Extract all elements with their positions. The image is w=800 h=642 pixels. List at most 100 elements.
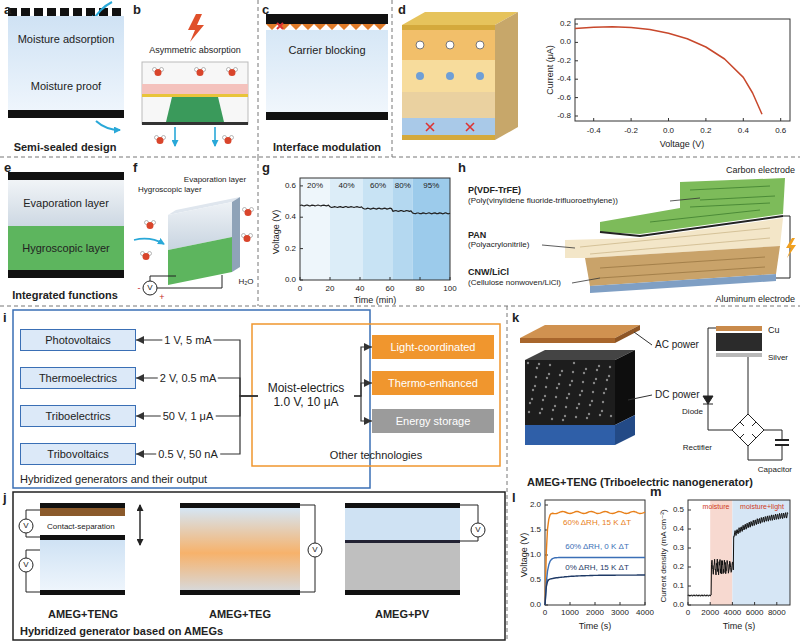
tick-label: 1.0 — [530, 550, 541, 559]
output-label: 1 V, 5 mA — [162, 334, 213, 347]
water-molecule — [244, 235, 251, 242]
foam-texture — [535, 376, 537, 378]
asymmetric-device — [166, 97, 224, 122]
tick-label: 1.5 — [530, 525, 541, 534]
node-text: 40% — [338, 181, 354, 190]
text-label: V — [312, 545, 317, 554]
node-text: Thermo-enhanced — [388, 377, 478, 390]
humidity-band: 95% — [413, 178, 451, 280]
text-label: Integrated functions — [12, 289, 118, 302]
node-text: Energy storage — [396, 415, 471, 428]
water-molecule — [143, 253, 150, 260]
foam-texture — [538, 363, 540, 365]
rectifier-circuit — [708, 328, 716, 396]
humidity-plot — [300, 178, 450, 280]
text-label: Hygroscopic layer — [138, 185, 202, 194]
tick-label: 0.2 — [560, 19, 571, 28]
layered-device — [416, 72, 424, 80]
teng-device — [615, 350, 635, 425]
voltage-curve — [545, 575, 645, 605]
connector-arrow — [136, 340, 258, 396]
text-label: Diode — [682, 407, 703, 416]
curve-label: 60% ΔRH, 15 K ΔT — [563, 518, 631, 527]
foam-texture — [528, 411, 530, 413]
axis-tick — [780, 118, 781, 121]
water-molecule — [145, 221, 156, 230]
foam-texture — [556, 387, 558, 389]
foam-texture — [565, 406, 567, 408]
foam-texture — [527, 362, 612, 421]
foam-texture — [593, 382, 595, 384]
tick-label: 0 — [298, 284, 302, 293]
foam-texture — [591, 400, 593, 402]
teng-device — [634, 332, 652, 345]
foam-texture — [542, 399, 544, 401]
axis-tick — [390, 277, 391, 280]
foam-texture — [585, 368, 587, 370]
iv-curve — [575, 27, 762, 114]
process-box: Energy storage — [372, 409, 494, 433]
hybrid-schematics — [40, 503, 125, 508]
iv-plot-frame — [575, 19, 790, 121]
foam-texture — [595, 378, 597, 380]
foam-texture — [559, 374, 561, 376]
bilayer-slab — [232, 197, 240, 272]
hybrid-schematics — [40, 590, 125, 595]
water-molecule — [225, 137, 232, 144]
rectifier-circuit — [703, 396, 713, 404]
humidity-band: 20% — [300, 178, 330, 280]
tick-label: 8000 — [768, 608, 786, 617]
node-text: 80% — [395, 181, 411, 190]
hybrid-schematics — [40, 540, 125, 590]
foam-texture — [603, 392, 605, 394]
teng-device — [628, 395, 652, 400]
axis-tick — [300, 280, 303, 281]
panel-letter: f — [133, 161, 137, 176]
foam-texture — [546, 377, 548, 379]
foam-texture — [608, 375, 610, 377]
hybrid-schematics — [19, 558, 33, 572]
axis-title: Time (min) — [354, 295, 397, 305]
axis-tick — [300, 185, 303, 186]
foam-texture — [602, 401, 604, 403]
rectifier-circuit — [775, 439, 789, 441]
axis-title: Current density (mA cm⁻²) — [659, 509, 668, 602]
fiber-layers — [670, 198, 700, 201]
fiber-layers — [542, 178, 796, 293]
text-label: Semi-sealed design — [14, 141, 117, 154]
tick-label: 0.6 — [285, 181, 296, 190]
process-box: Photovoltaics — [20, 329, 136, 351]
text-label: DC power — [655, 389, 699, 401]
voltage-curve — [300, 205, 450, 214]
fiber-layers — [650, 186, 775, 222]
axis-tick — [593, 118, 594, 121]
foam-texture — [531, 398, 533, 400]
foam-texture — [582, 381, 584, 383]
node-text: 20% — [307, 181, 323, 190]
text-label: CNW/LiCl — [468, 267, 509, 277]
text-label: Contact-separation — [47, 522, 115, 531]
text-label: Hybridized generators and their output — [20, 473, 207, 486]
foam-texture — [536, 367, 538, 369]
tick-label: 0 — [543, 608, 547, 617]
bilayer-slab — [134, 197, 240, 295]
axis-tick — [688, 567, 691, 568]
text-label: + — [159, 292, 164, 302]
layered-device — [495, 12, 518, 140]
rectifier-circuit — [732, 414, 764, 446]
axis-tick — [300, 248, 303, 249]
panel-letter: e — [4, 161, 11, 176]
text-label: Capacitor — [758, 465, 792, 474]
foam-texture — [576, 407, 578, 409]
foam-texture — [569, 384, 571, 386]
text-label: AMEG+TEG — [209, 608, 271, 621]
water-molecule — [195, 68, 206, 77]
voltage-plot — [545, 500, 645, 605]
axis-tick — [595, 602, 596, 605]
tick-label: 2000 — [701, 608, 719, 617]
layered-device — [476, 72, 484, 80]
text-label: V — [23, 560, 28, 569]
asymmetric-device — [142, 84, 248, 94]
node-text: Hygroscopic layer — [22, 242, 109, 255]
foam-texture — [596, 369, 598, 371]
